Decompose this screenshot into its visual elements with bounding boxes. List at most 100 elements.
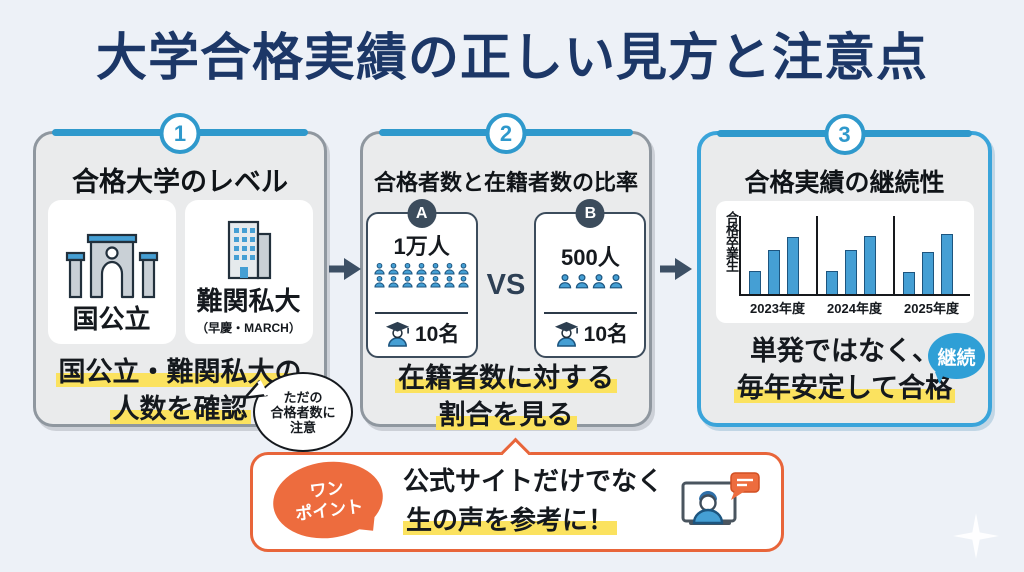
keizoku-badge: 継続: [928, 333, 985, 379]
callout-text-line2: 生の声を参考に！: [403, 505, 618, 535]
caution-bubble: ただの 合格者数に 注意: [243, 372, 353, 452]
sparkle-decoration: [953, 513, 999, 559]
caution-line3: 注意: [289, 419, 316, 435]
step2-summary-line1: 在籍者数に対する: [395, 363, 617, 393]
bar-chart-axes: [893, 216, 970, 296]
caution-line1: ただの: [283, 389, 323, 405]
step1-summary-line2: 人数を確認: [109, 394, 251, 424]
chart-year-label: 2024年度: [827, 301, 882, 316]
person-icon: [374, 262, 385, 275]
badge-b: B: [575, 199, 605, 228]
person-icon: [575, 274, 589, 289]
bar-chart-group: 2023年度: [739, 216, 816, 317]
bar-chart-axes: [816, 216, 893, 296]
university-gate-icon: [65, 233, 158, 299]
step2-number-badge: 2: [485, 113, 527, 154]
card-a-count: 1万人: [393, 234, 450, 259]
one-point-bubble: ワン ポイント: [268, 455, 388, 545]
bar: [749, 270, 761, 294]
bar: [864, 235, 876, 294]
chart-year-label: 2025年度: [904, 301, 959, 316]
card-b-count: 500人: [560, 245, 620, 270]
card-b-bottom: 10名: [553, 318, 628, 348]
card-a-people-icons: [373, 262, 470, 288]
person-icon: [444, 262, 455, 275]
person-icon: [592, 274, 606, 289]
card-b-people-icons: [557, 273, 624, 289]
bar-chart-group: 2024年度: [816, 216, 893, 317]
vs-label: VS: [486, 268, 526, 301]
caution-line2: 合格者数に: [270, 404, 336, 420]
flow-arrow-icon: [660, 258, 692, 280]
graduate-icon: [385, 321, 410, 347]
step2-summary-line2: 割合を見る: [435, 400, 577, 430]
person-icon: [430, 275, 441, 288]
bar: [787, 237, 799, 294]
person-icon: [458, 275, 469, 288]
bar: [903, 272, 915, 294]
chart-y-axis-label: 合格卒業生: [724, 211, 739, 271]
person-row: [373, 275, 470, 288]
card-nankan-shidai: 難関私大 （早慶・MARCH）: [184, 200, 313, 344]
step3-summary-line1: 単発ではなく、: [750, 336, 939, 366]
person-icon: [430, 262, 441, 275]
step1-heading: 合格大学のレベル: [72, 167, 288, 197]
one-point-callout: ワン ポイント 公式サイトだけでなく 生の声を参考に！: [250, 437, 784, 552]
bar: [922, 251, 934, 294]
step1-summary-line1: 国公立・難関私大の: [55, 357, 305, 387]
person-icon: [402, 262, 413, 275]
bar: [768, 249, 780, 294]
person-icon: [416, 275, 427, 288]
one-point-line2: ポイント: [294, 496, 365, 524]
person-row: [557, 273, 624, 289]
card-nankan-shidai-sublabel: （早慶・MARCH）: [196, 321, 301, 335]
compare-card-b: B 500人 10名: [534, 199, 647, 358]
chart-year-label: 2023年度: [750, 301, 805, 316]
card-a-grad-label: 10名: [414, 323, 460, 346]
badge-a: A: [407, 199, 437, 228]
compare-card-a: A 1万人 10名: [365, 199, 478, 358]
page-title: 大学合格実績の正しい見方と注意点: [95, 29, 928, 86]
person-icon: [416, 262, 427, 275]
bar: [845, 249, 857, 294]
comparison-row: A 1万人 10名 VS B 500人: [363, 199, 649, 358]
card-nankan-shidai-label: 難関私大: [196, 286, 301, 316]
yearly-bar-chart: 合格卒業生 2023年度 2024年度 2025年度: [716, 201, 974, 323]
person-icon: [388, 262, 399, 275]
graduate-icon: [554, 321, 578, 347]
card-b-grad-label: 10名: [583, 323, 629, 346]
bar-chart-group: 2025年度: [893, 216, 970, 317]
person-icon: [402, 275, 413, 288]
person-row: [373, 262, 470, 275]
person-icon: [458, 262, 469, 275]
step3-heading: 合格実績の継続性: [744, 169, 945, 197]
bubble-tail: [243, 379, 269, 399]
person-icon: [558, 274, 572, 289]
fraction-divider: [375, 312, 469, 314]
card-kokkoritsu: 国公立: [47, 200, 176, 344]
step3-summary: 単発ではなく、 毎年安定して合格: [701, 333, 988, 407]
chart-groups: 2023年度 2024年度 2025年度: [739, 216, 970, 317]
person-icon: [388, 275, 399, 288]
fraction-divider: [543, 312, 637, 314]
step3-summary-line2: 毎年安定して合格: [733, 373, 956, 403]
online-review-icon: [681, 472, 760, 525]
callout-text: 公式サイトだけでなく 生の声を参考に！: [403, 462, 663, 540]
card-kokkoritsu-label: 国公立: [72, 304, 151, 334]
university-cards: 国公立 難関私大 （早慶・MARCH）: [36, 200, 324, 344]
person-icon: [444, 275, 455, 288]
office-building-icon: [227, 220, 271, 280]
bar: [941, 233, 953, 294]
callout-text-line1: 公式サイトだけでなく: [403, 466, 664, 496]
step2-heading: 合格者数と在籍者数の比率: [373, 170, 638, 195]
bar: [826, 270, 838, 294]
step-panel-ratio: 2 合格者数と在籍者数の比率 A 1万人 10名 VS: [360, 113, 652, 430]
card-a-bottom: 10名: [384, 318, 459, 348]
bar-chart-axes: [739, 216, 816, 296]
flow-arrow-icon: [329, 258, 361, 280]
person-icon: [609, 274, 623, 289]
step2-summary: 在籍者数に対する 割合を見る: [363, 360, 649, 434]
step1-summary: 国公立・難関私大の 人数を確認: [36, 354, 324, 428]
step-panel-level: 1 合格大学のレベル 国公立: [33, 113, 327, 428]
